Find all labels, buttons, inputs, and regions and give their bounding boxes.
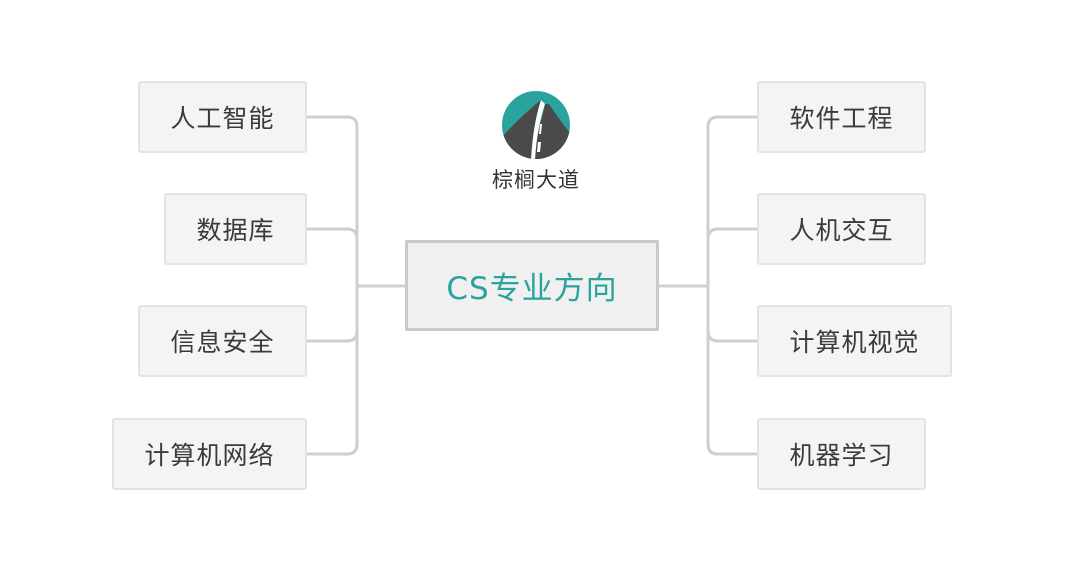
- connector-left-3: [305, 329, 359, 343]
- branch-label: 信息安全: [170, 328, 275, 357]
- branch-node-security: 信息安全: [138, 305, 307, 377]
- branch-label: 数据库: [196, 216, 275, 245]
- connector-right-3: [706, 329, 759, 343]
- center-label: CS专业方向: [446, 271, 618, 307]
- connector-right-spine: [706, 115, 759, 456]
- logo: 棕榈大道: [470, 88, 602, 198]
- branch-label: 人工智能: [170, 104, 275, 133]
- branch-node-hci: 人机交互: [757, 193, 926, 265]
- road-icon: [502, 91, 570, 159]
- branch-label: 计算机网络: [144, 441, 275, 470]
- branch-label: 计算机视觉: [789, 328, 920, 357]
- branch-node-database: 数据库: [164, 193, 307, 265]
- branch-label: 人机交互: [789, 216, 894, 245]
- connector-right-2: [706, 227, 759, 241]
- branch-node-software-engineering: 软件工程: [757, 81, 926, 153]
- branch-node-machine-learning: 机器学习: [757, 418, 926, 490]
- branch-node-computer-vision: 计算机视觉: [757, 305, 952, 377]
- connector-left-spine: [305, 115, 359, 456]
- logo-text: 棕榈大道: [492, 168, 580, 192]
- branch-node-ai: 人工智能: [138, 81, 307, 153]
- branch-label: 软件工程: [789, 104, 894, 133]
- center-node: CS专业方向: [405, 240, 659, 331]
- connector-left-2: [305, 227, 359, 241]
- branch-node-networking: 计算机网络: [112, 418, 307, 490]
- branch-label: 机器学习: [789, 441, 894, 470]
